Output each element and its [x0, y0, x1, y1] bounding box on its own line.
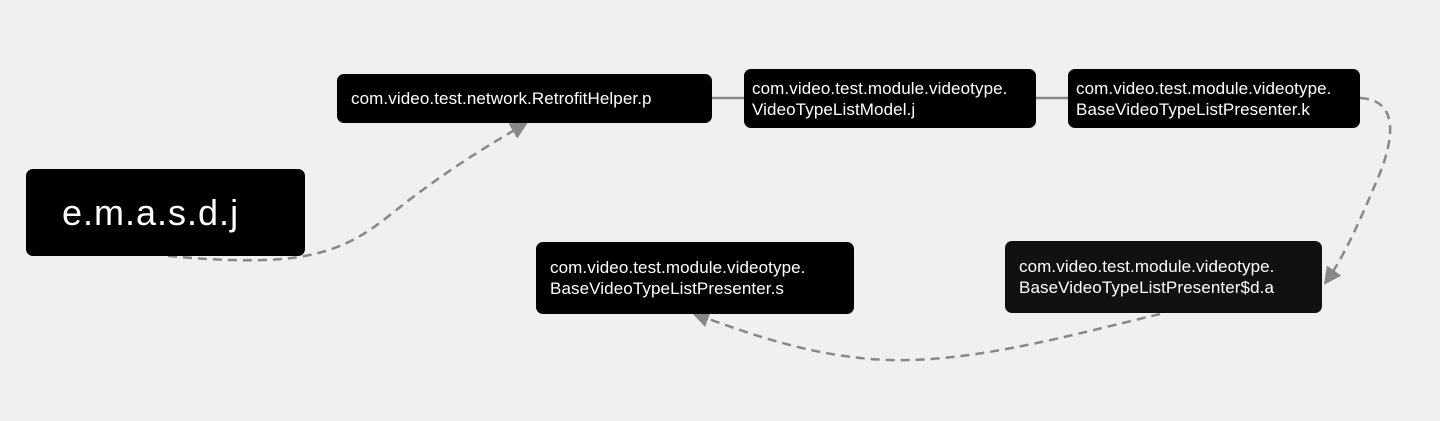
node-label-line: com.video.test.module.videotype. — [1019, 257, 1275, 276]
node-label-line: com.video.test.network.RetrofitHelper.p — [351, 89, 652, 108]
edge-base-presenter-k-to-base-presenter-da — [1323, 96, 1392, 285]
node-label-line: BaseVideoTypeListPresenter.k — [1076, 99, 1311, 119]
node-base-presenter-s[interactable]: com.video.test.module.videotype. BaseVid… — [536, 242, 854, 314]
node-label-line: e.m.a.s.d.j — [62, 191, 240, 233]
edge-root-to-retrofit-helper — [167, 122, 529, 262]
node-label-line: com.video.test.module.videotype. — [752, 78, 1008, 98]
node-retrofit-helper[interactable]: com.video.test.network.RetrofitHelper.p — [337, 74, 712, 123]
node-label-line: com.video.test.module.videotype. — [1076, 78, 1332, 98]
node-videotype-list-model[interactable]: com.video.test.module.videotype. VideoTy… — [744, 69, 1036, 128]
node-label-line: BaseVideoTypeListPresenter.s — [550, 279, 785, 298]
node-label-line: com.video.test.module.videotype. — [550, 258, 806, 277]
node-base-presenter-da[interactable]: com.video.test.module.videotype. BaseVid… — [1005, 241, 1322, 313]
node-label-line: BaseVideoTypeListPresenter$d.a — [1019, 278, 1275, 297]
node-root[interactable]: e.m.a.s.d.j — [26, 169, 305, 256]
edge-base-presenter-da-to-base-presenter-s — [691, 310, 1161, 362]
node-base-presenter-k[interactable]: com.video.test.module.videotype. BaseVid… — [1068, 69, 1360, 128]
node-label-line: VideoTypeListModel.j — [752, 99, 916, 119]
